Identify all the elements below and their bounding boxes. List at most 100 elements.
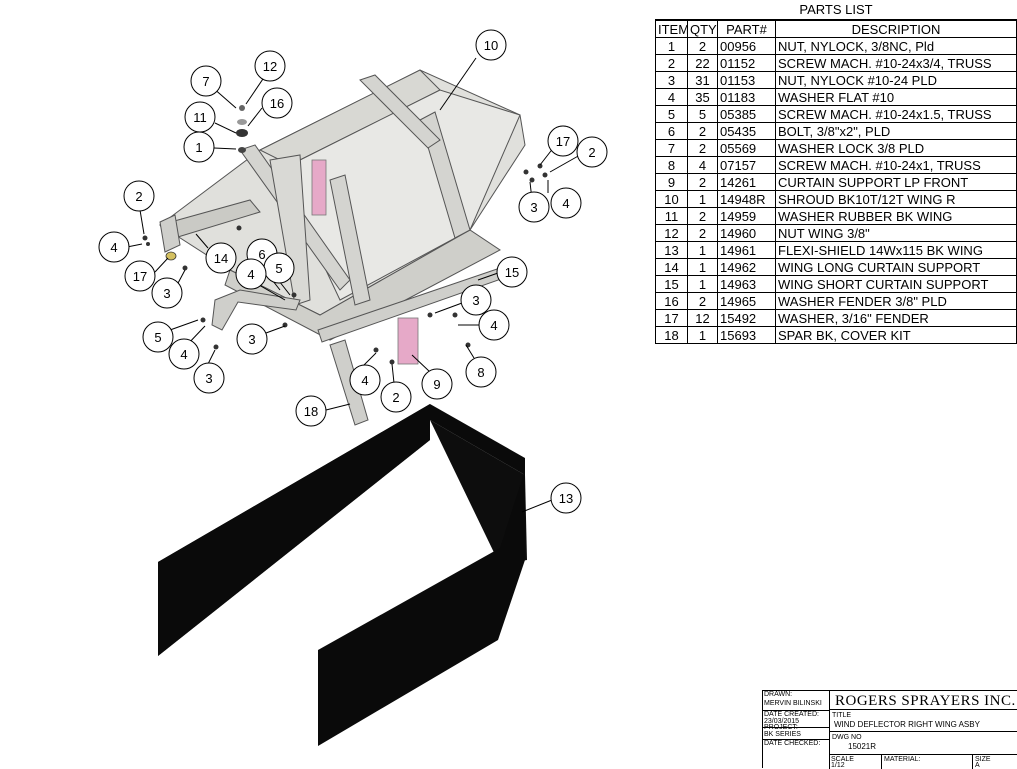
svg-text:1: 1 [195, 140, 202, 155]
svg-text:4: 4 [180, 347, 187, 362]
svg-text:14: 14 [214, 251, 228, 266]
callout-3: 3 [518, 191, 550, 223]
item-cell: 18 [655, 326, 688, 344]
description-cell: WASHER LOCK 3/8 PLD [775, 139, 1017, 157]
svg-text:3: 3 [472, 293, 479, 308]
qty-cell: 12 [687, 309, 718, 327]
callout-11: 11 [184, 101, 216, 133]
part-cell: 05569 [717, 139, 776, 157]
item-cell: 17 [655, 309, 688, 327]
callout-9: 9 [421, 368, 453, 400]
qty-cell: 2 [687, 173, 718, 191]
qty-cell: 5 [687, 105, 718, 123]
header-description: DESCRIPTION [775, 20, 1017, 38]
item-cell: 7 [655, 139, 688, 157]
item-cell: 13 [655, 241, 688, 259]
description-cell: WING SHORT CURTAIN SUPPORT [775, 275, 1017, 293]
part-cell: 05385 [717, 105, 776, 123]
fasteners [142, 163, 548, 365]
part-cell: 14962 [717, 258, 776, 276]
title-label: TITLE [832, 712, 852, 719]
callout-4d: 4 [168, 338, 200, 370]
callout-2c: 2 [380, 381, 412, 413]
callout-4: 4 [550, 187, 582, 219]
qty-cell: 35 [687, 88, 718, 106]
part-cell: 14965 [717, 292, 776, 310]
part-cell: 15492 [717, 309, 776, 327]
qty-cell: 1 [687, 258, 718, 276]
svg-text:16: 16 [270, 96, 284, 111]
item-cell: 4 [655, 88, 688, 106]
svg-text:17: 17 [556, 134, 570, 149]
qty-cell: 2 [687, 292, 718, 310]
description-cell: NUT, NYLOCK #10-24 PLD [775, 71, 1017, 89]
callout-4b: 4 [98, 231, 130, 263]
qty-cell: 2 [687, 224, 718, 242]
part-cell: 01153 [717, 71, 776, 89]
curtain-support-front [397, 317, 419, 365]
item-cell: 10 [655, 190, 688, 208]
qty-cell: 1 [687, 275, 718, 293]
header-item: ITEM [655, 20, 688, 38]
callout-4e: 4 [478, 309, 510, 341]
title-block: DRAWN: MERVIN BILINSKI DATE CREATED: 23/… [762, 690, 1017, 769]
callout-14: 14 [205, 242, 237, 274]
description-cell: SPAR BK, COVER KIT [775, 326, 1017, 344]
svg-text:3: 3 [205, 371, 212, 386]
part-cell: 14959 [717, 207, 776, 225]
svg-text:5: 5 [275, 261, 282, 276]
callout-18: 18 [295, 395, 327, 427]
description-cell: BOLT, 3/8"x2", PLD [775, 122, 1017, 140]
description-cell: NUT, NYLOCK, 3/8NC, Pld [775, 37, 1017, 55]
dwg-no: 15021R [848, 742, 877, 751]
date-created-label: DATE CREATED: [764, 711, 819, 718]
callout-7: 7 [190, 65, 222, 97]
qty-cell: 2 [687, 122, 718, 140]
svg-text:4: 4 [562, 196, 569, 211]
company-name: ROGERS SPRAYERS INC. [835, 693, 1016, 709]
part-cell: 15693 [717, 326, 776, 344]
callout-4c: 4 [235, 258, 267, 290]
callout-1: 1 [183, 131, 215, 163]
callout-5b: 5 [142, 321, 174, 353]
callout-3c: 3 [193, 362, 225, 394]
item-cell: 5 [655, 105, 688, 123]
callout-17b: 17 [124, 260, 156, 292]
part-cell: 01152 [717, 54, 776, 72]
svg-text:3: 3 [163, 286, 170, 301]
description-cell: WASHER FENDER 3/8" PLD [775, 292, 1017, 310]
callout-2: 2 [576, 136, 608, 168]
drawing-title: WIND DEFLECTOR RIGHT WING ASBY [834, 720, 980, 729]
part-cell: 00956 [717, 37, 776, 55]
size-label: SIZE [975, 756, 991, 763]
scale: 1/12 [831, 762, 845, 769]
callout-13: 13 [550, 482, 582, 514]
item-cell: 15 [655, 275, 688, 293]
svg-text:12: 12 [263, 59, 277, 74]
curtain-support-front-top [311, 159, 327, 216]
description-cell: NUT WING 3/8" [775, 224, 1017, 242]
svg-text:4: 4 [361, 373, 368, 388]
qty-cell: 4 [687, 156, 718, 174]
svg-text:10: 10 [484, 38, 498, 53]
callout-4f: 4 [349, 364, 381, 396]
description-cell: SCREW MACH. #10-24x3/4, TRUSS [775, 54, 1017, 72]
callout-12: 12 [254, 50, 286, 82]
svg-text:2: 2 [135, 189, 142, 204]
part-cell: 14948R [717, 190, 776, 208]
material-label: MATERIAL: [884, 756, 921, 763]
hardware-stack [165, 105, 248, 261]
description-cell: WASHER, 3/16" FENDER [775, 309, 1017, 327]
part-cell: 07157 [717, 156, 776, 174]
